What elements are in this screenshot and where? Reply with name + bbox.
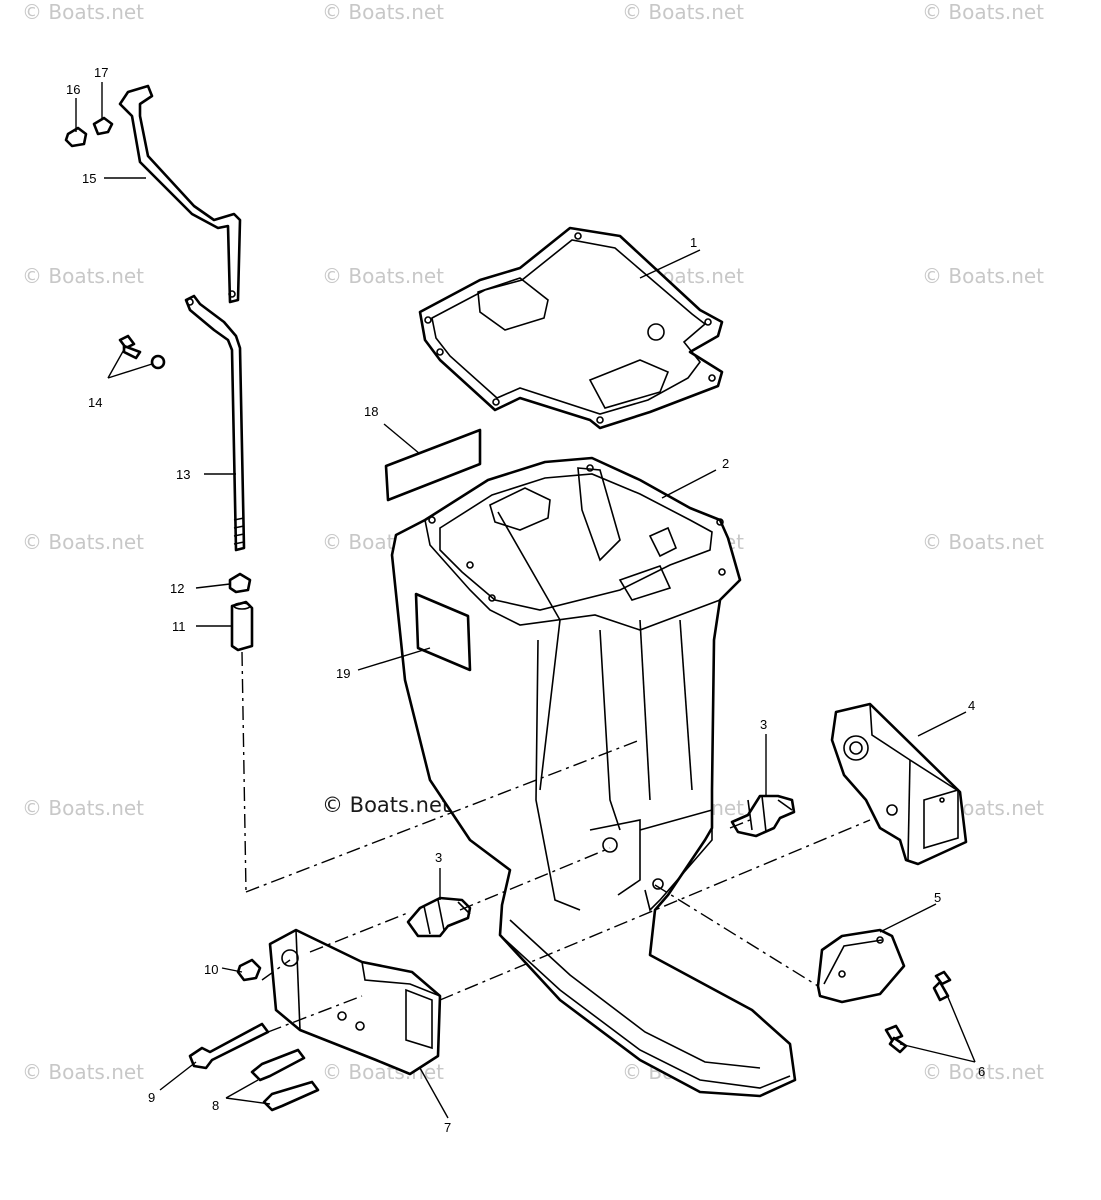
part-10-nut (236, 958, 262, 982)
label-10: 10 (204, 962, 218, 977)
part-8-screws (250, 1048, 320, 1112)
part-3-upper-mount (730, 794, 796, 838)
label-4: 4 (968, 698, 975, 713)
part-1-gasket (418, 226, 724, 430)
watermark: © Boats.net (322, 0, 445, 24)
part-labels: 1 2 3 3 4 5 6 7 8 9 10 11 12 13 14 15 16… (66, 65, 985, 1135)
part-18-decal (384, 428, 482, 502)
part-7-lower-bracket (268, 928, 442, 1076)
watermark: © Boats.net (22, 1060, 145, 1084)
label-13: 13 (176, 467, 190, 482)
part-6-screws (884, 970, 952, 1054)
part-9-bolt (188, 1022, 270, 1070)
watermark: © Boats.net (922, 0, 1045, 24)
watermark: © Boats.net (622, 0, 745, 24)
watermark: © Boats.net (322, 264, 445, 288)
label-9: 9 (148, 1090, 155, 1105)
label-2: 2 (722, 456, 729, 471)
label-6: 6 (978, 1064, 985, 1079)
label-15: 15 (82, 171, 96, 186)
label-18: 18 (364, 404, 378, 419)
watermark: © Boats.net (922, 1060, 1045, 1084)
centerlines (241, 651, 871, 1033)
label-7: 7 (444, 1120, 451, 1135)
label-17: 17 (94, 65, 108, 80)
leader-lines (75, 82, 976, 1119)
part-19-decal (414, 592, 472, 672)
part-15-lever (118, 84, 242, 304)
label-11: 11 (172, 619, 186, 634)
label-8: 8 (212, 1098, 219, 1113)
part-17-washer (92, 116, 114, 136)
label-12: 12 (170, 581, 184, 596)
watermark: © Boats.net (922, 264, 1045, 288)
watermark: © Boats.net (22, 530, 145, 554)
watermark: © Boats.net (22, 264, 145, 288)
part-16-nut (64, 126, 88, 148)
part-13-rod (184, 294, 246, 552)
watermark: © Boats.net (22, 0, 145, 24)
label-5: 5 (934, 890, 941, 905)
watermark: © Boats.net (22, 796, 145, 820)
label-3-lower: 3 (435, 850, 442, 865)
label-1: 1 (690, 235, 697, 250)
label-16: 16 (66, 82, 80, 97)
part-11-spacer (230, 600, 254, 652)
part-14-fasteners (118, 334, 166, 370)
label-14: 14 (88, 395, 102, 410)
watermark: © Boats.net (922, 530, 1045, 554)
part-4-mount-bracket (830, 702, 968, 866)
label-3-upper: 3 (760, 717, 767, 732)
center-watermark: © Boats.net (322, 793, 451, 817)
part-3-lower-mount (406, 896, 472, 938)
part-12-nut (228, 572, 252, 594)
part-5-cover (816, 928, 906, 1004)
part-2-drive-shaft-housing (390, 456, 797, 1098)
label-19: 19 (336, 666, 350, 681)
